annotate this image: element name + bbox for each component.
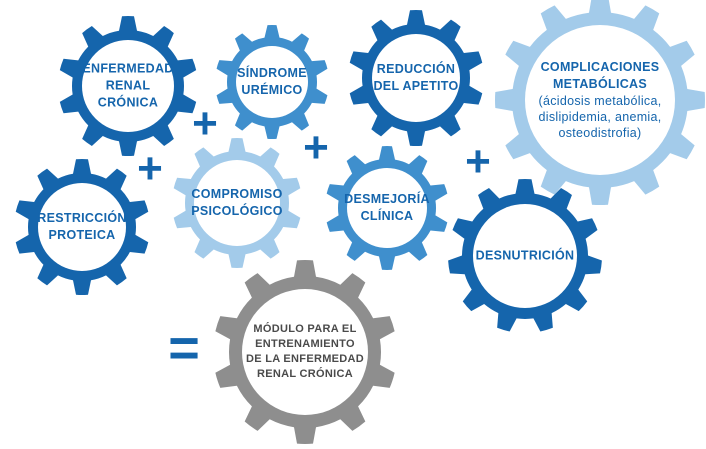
gear-shape-complicaciones [495, 0, 705, 205]
gear-label-line: PROTEICA [48, 228, 116, 242]
gear-label-line: DE LA ENFERMEDAD [245, 353, 365, 365]
gear-desnutricion: DESNUTRICIÓN [476, 248, 575, 265]
gear-shape-desmejoria-clinica [326, 145, 448, 271]
gear-label-line: COMPLICACIONES [540, 60, 660, 74]
gear-desmejoria-clinica: DESMEJORÍA CLÍNICA [344, 191, 430, 225]
gear-center [82, 40, 174, 132]
gear-shape-compromiso-psicologico [173, 137, 301, 269]
gear-complicaciones-metabolicas: COMPLICACIONES METABÓLICAS (ácidosis met… [538, 59, 661, 141]
gear-label-line: ENFERMEDAD [82, 61, 174, 76]
gear-label-line: RENAL CRÓNICA [257, 368, 353, 380]
gear-label-line: DESNUTRICIÓN [475, 248, 575, 263]
gear-compromiso-psicologico: COMPROMISO PSICOLÓGICO [191, 186, 283, 220]
gear-label-line: REDUCCIÓN [376, 62, 456, 76]
gear-shape-enfermedad-renal [59, 16, 197, 156]
gear-detail-line: (ácidosis metabólica, [538, 94, 662, 108]
gear-label-line: PSICOLÓGICO [191, 204, 283, 218]
plus-icon: + [465, 137, 491, 186]
gear-label-line: COMPROMISO [191, 187, 283, 201]
gear-label-line: URÉMICO [241, 83, 303, 97]
gear-label-line: METABÓLICAS [552, 77, 648, 91]
gear-center [473, 204, 577, 308]
gear-sindrome-uremico: SÍNDROME URÉMICO [237, 65, 307, 99]
gear-shape-restriccion-proteica [15, 159, 149, 295]
gear-detail-line: osteodistrofia) [558, 126, 642, 140]
plus-icon: + [192, 99, 218, 148]
gear-label-line: SÍNDROME [237, 66, 307, 80]
gear-modulo-resultado: MÓDULO PARA EL ENTRENAMIENTO DE LA ENFER… [246, 322, 364, 382]
gear-detail-line: dislipidemia, anemia, [538, 110, 662, 124]
gear-label-line: DESMEJORÍA [344, 192, 430, 206]
equals-icon: = [168, 318, 200, 378]
gear-label-line: CRÓNICA [97, 95, 159, 110]
gear-label-line: ENTRENAMIENTO [255, 338, 355, 350]
gear-center [38, 183, 126, 271]
gear-center [372, 34, 460, 122]
gear-reduccion-apetito: REDUCCIÓN DEL APETITO [373, 61, 458, 95]
gear-enfermedad-renal: ENFERMEDAD RENAL CRÓNICA [82, 61, 173, 112]
gear-shape-sindrome-uremico [216, 25, 328, 139]
gear-label-line: RESTRICCIÓN [37, 211, 127, 225]
gear-center [194, 160, 280, 246]
gear-center [242, 289, 368, 415]
gear-center [347, 168, 427, 248]
gear-center [525, 25, 675, 175]
plus-icon: + [303, 123, 329, 172]
gear-label-line: CLÍNICA [360, 209, 414, 223]
gear-restriccion-proteica: RESTRICCIÓN PROTEICA [37, 210, 126, 244]
gear-center [236, 46, 308, 118]
gear-label-line: MÓDULO PARA EL [253, 323, 357, 335]
plus-icon: + [137, 144, 163, 193]
gear-shape-reduccion-apetito [349, 10, 483, 146]
gear-shape-desnutricion [448, 178, 602, 332]
gear-label-line: DEL APETITO [373, 79, 459, 93]
gear-label-line: RENAL [105, 78, 151, 93]
gear-shape-modulo [215, 260, 395, 444]
